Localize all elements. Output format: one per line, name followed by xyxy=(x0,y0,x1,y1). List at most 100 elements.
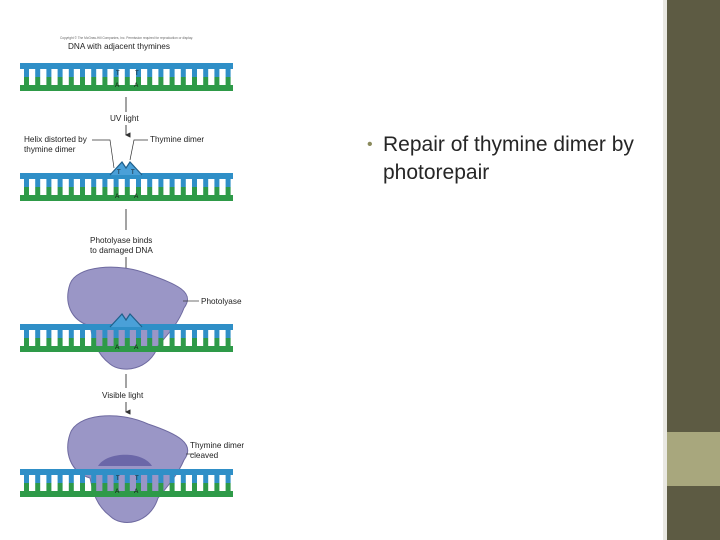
dna-base-top xyxy=(102,474,108,483)
dna-base-bottom xyxy=(158,77,164,86)
bullet-list: • Repair of thymine dimer by photorepair xyxy=(365,131,645,187)
dna-top-backbone xyxy=(20,173,233,179)
adenine-base-label: A xyxy=(134,82,139,89)
dna-top-backbone xyxy=(20,63,233,69)
sidebar-accent-block xyxy=(667,432,720,486)
dna-base-bottom xyxy=(113,338,119,347)
dna-base-bottom xyxy=(169,187,175,196)
dna-base-top xyxy=(203,178,209,187)
dna-base-top xyxy=(68,329,74,338)
dna-base-top xyxy=(214,68,220,77)
dna-base-top xyxy=(225,474,231,483)
adenine-base-label: A xyxy=(134,193,139,200)
dna-base-bottom xyxy=(80,187,85,196)
label-thymine-dimer-cleaved-2: cleaved xyxy=(190,451,219,460)
dna-base-bottom xyxy=(57,187,63,196)
dna-base-top xyxy=(35,329,41,338)
dna-base-top xyxy=(91,68,97,77)
dna-base-top xyxy=(214,329,220,338)
dna-base-bottom xyxy=(46,77,52,86)
dna-base-top xyxy=(169,68,175,77)
dna-base-bottom xyxy=(214,338,220,347)
dna-base-bottom xyxy=(124,338,130,347)
dna-base-bottom xyxy=(124,187,130,196)
dna-base-bottom xyxy=(102,187,108,196)
dna-base-top xyxy=(136,178,141,187)
photolyase-stage: A A Photolyase xyxy=(20,266,242,370)
dna-base-top xyxy=(80,178,85,187)
dna-base-top xyxy=(158,68,164,77)
dna-base-top xyxy=(158,474,164,483)
dna-bottom-backbone xyxy=(20,85,233,91)
dna-base-bottom xyxy=(147,187,153,196)
dna-base-top xyxy=(91,329,97,338)
dna-base-top xyxy=(57,329,63,338)
dna-base-bottom xyxy=(91,187,97,196)
dna-base-bottom xyxy=(180,77,186,86)
label-uv-light: UV light xyxy=(110,114,139,123)
dna-base-bottom xyxy=(203,77,209,86)
dna-base-top xyxy=(35,178,41,187)
dna-base-top xyxy=(192,329,197,338)
dna-base-bottom xyxy=(192,187,197,196)
dna-base-top xyxy=(169,474,175,483)
dna-base-top xyxy=(24,474,29,483)
dna-base-top xyxy=(225,178,231,187)
cleaved-stage: T T A A Thymine dimer cleaved xyxy=(20,415,244,523)
dna-base-bottom xyxy=(158,187,164,196)
dna-base-top xyxy=(136,474,141,483)
dna-base-top xyxy=(102,178,108,187)
dna-base-top xyxy=(203,68,209,77)
dna-base-top xyxy=(113,178,119,187)
dna-base-top xyxy=(46,474,52,483)
dna-base-bottom xyxy=(225,77,231,86)
dna-base-bottom xyxy=(102,483,108,492)
dna-base-top xyxy=(203,474,209,483)
label-thymine-dimer-cleaved: Thymine dimer xyxy=(190,441,244,450)
dna-base-top xyxy=(158,329,164,338)
dna-base-bottom xyxy=(124,483,130,492)
dna-base-bottom xyxy=(203,338,209,347)
dna-base-top xyxy=(102,329,108,338)
label-helix-distorted: Helix distorted by xyxy=(24,135,88,144)
dna-base-bottom xyxy=(91,338,97,347)
dna-base-bottom xyxy=(192,483,197,492)
bullet-item: • Repair of thymine dimer by photorepair xyxy=(365,131,645,187)
leader-dimer xyxy=(129,139,148,161)
dna-base-bottom xyxy=(180,187,186,196)
dna-base-bottom xyxy=(225,483,231,492)
dna-base-top xyxy=(35,68,41,77)
dna-base-bottom xyxy=(57,338,63,347)
dna-base-bottom xyxy=(158,483,164,492)
dna-base-bottom xyxy=(113,483,119,492)
dna-base-bottom xyxy=(136,187,141,196)
dna-strands xyxy=(20,173,233,201)
dna-base-bottom xyxy=(91,77,97,86)
thymine-dimer-bulge xyxy=(109,161,143,176)
dna-base-bottom xyxy=(80,338,85,347)
dna-base-top xyxy=(80,329,85,338)
dna-base-bottom xyxy=(68,187,74,196)
thymine-dimer-bulge xyxy=(109,313,143,328)
dna-base-top xyxy=(147,68,153,77)
dna-base-top xyxy=(91,178,97,187)
dna-base-top xyxy=(136,68,141,77)
label-helix-distorted-2: thymine dimer xyxy=(24,145,76,154)
dna-base-bottom xyxy=(46,338,52,347)
thymine-base-label: T xyxy=(135,476,139,482)
bullet-point-icon: • xyxy=(367,136,373,153)
photolyase-pocket xyxy=(98,454,152,466)
dna-base-bottom xyxy=(180,483,186,492)
dna-base-bottom xyxy=(68,77,74,86)
adenine-base-label: A xyxy=(134,344,139,351)
dna-base-top xyxy=(225,68,231,77)
dna-bottom-backbone xyxy=(20,195,233,201)
dna-base-bottom xyxy=(80,483,85,492)
photorepair-diagram: Copyright © The McGraw-Hill Companies, I… xyxy=(20,36,244,523)
dna-base-top xyxy=(158,178,164,187)
label-photolyase-binds: Photolyase binds xyxy=(90,236,152,245)
thymine-base-label: T xyxy=(117,170,121,176)
dna-base-bottom xyxy=(136,77,141,86)
dna-base-bottom xyxy=(214,187,220,196)
